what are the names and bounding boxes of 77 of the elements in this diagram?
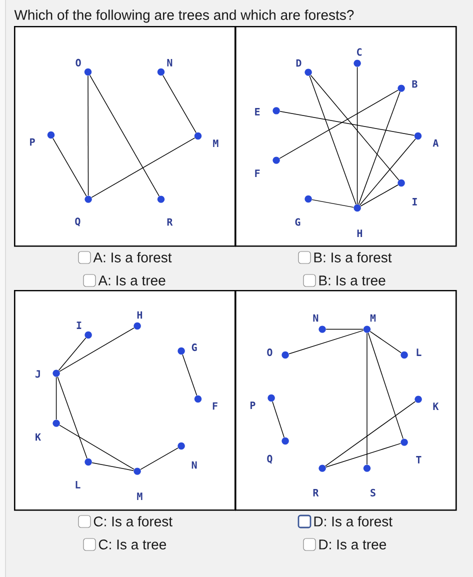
- option-label: D: Is a tree: [319, 540, 386, 550]
- vertex-label: H: [137, 311, 142, 319]
- graph-edge: [59, 424, 134, 470]
- graph-edge: [310, 74, 400, 180]
- vertex-label: Q: [267, 454, 272, 464]
- vertex-label: D: [296, 59, 302, 67]
- option-label: C: Is a tree: [98, 540, 166, 550]
- graph-edge: [279, 90, 398, 159]
- graph-edge: [325, 401, 416, 466]
- graph-edge: [91, 138, 196, 198]
- vertex-label: O: [267, 348, 272, 356]
- vertex-label: P: [30, 138, 35, 146]
- vertex-label: B: [412, 80, 418, 88]
- vertex-label: H: [357, 230, 362, 237]
- graph-edge: [312, 199, 354, 208]
- graph-edge: [56, 376, 57, 420]
- vertex-label: N: [192, 461, 197, 469]
- graph-edge: [182, 354, 198, 396]
- graph-edge: [58, 338, 86, 371]
- option-label: C: Is a forest: [94, 516, 172, 526]
- vertex-label: Q: [75, 218, 80, 226]
- vertex-label: J: [36, 370, 40, 378]
- graph-edge: [309, 76, 356, 205]
- graph-edge: [356, 66, 358, 205]
- graph-edge: [370, 331, 402, 354]
- title: Which of the following are trees and which are forests?: [14, 10, 354, 23]
- graph-edge: [88, 75, 89, 196]
- option-label: D: Is a forest: [314, 516, 392, 526]
- vertex-label: K: [36, 433, 41, 441]
- graph-panel: [235, 26, 457, 247]
- graph-edge: [326, 443, 402, 468]
- graph-edge: [90, 74, 160, 196]
- vertex-label: M: [370, 314, 376, 322]
- option-label: B: Is a forest: [314, 252, 392, 262]
- vertex-label: I: [76, 322, 82, 329]
- vertex-label: F: [212, 402, 218, 410]
- vertex-label: K: [433, 402, 439, 410]
- graph-edge: [162, 74, 196, 134]
- vertex-label: G: [192, 344, 197, 352]
- graph-edge: [52, 138, 87, 196]
- graph-panel: [14, 26, 236, 247]
- vertex-label: G: [295, 218, 300, 226]
- graph-edge: [280, 111, 415, 136]
- graph-edge: [326, 328, 364, 330]
- vertex-label: A: [432, 139, 439, 147]
- graph-edge: [272, 401, 284, 438]
- vertex-label: L: [416, 348, 422, 356]
- vertex-label: P: [250, 402, 256, 409]
- graph-edge: [92, 462, 134, 471]
- vertex-label: N: [313, 314, 318, 322]
- graph-edge: [366, 332, 368, 465]
- graph-edge: [360, 184, 398, 206]
- vertex-label: R: [167, 218, 173, 226]
- graph-panel: [14, 290, 236, 511]
- graph-edge: [359, 138, 416, 206]
- option-label: A: Is a forest: [93, 252, 172, 262]
- graph-panel: [235, 290, 457, 511]
- vertex-label: N: [167, 59, 172, 66]
- vertex-label: I: [412, 198, 417, 206]
- option-label: B: Is a tree: [319, 276, 386, 286]
- vertex-label: O: [76, 58, 81, 66]
- graph-edge: [358, 92, 400, 205]
- graph-edge: [59, 328, 134, 372]
- graph-edge: [288, 330, 364, 354]
- vertex-label: T: [416, 456, 422, 464]
- graph-edge: [57, 376, 88, 459]
- graph-edge: [140, 448, 178, 470]
- vertex-label: F: [255, 170, 260, 177]
- vertex-label: M: [213, 140, 218, 147]
- option-label: A: Is a tree: [98, 276, 166, 286]
- vertex-label: M: [137, 492, 142, 500]
- vertex-label: E: [255, 108, 260, 116]
- vertex-label: R: [313, 489, 319, 496]
- vertex-label: C: [357, 48, 362, 56]
- vertex-label: L: [76, 481, 80, 488]
- vertex-label: S: [370, 488, 376, 496]
- graph-edge: [368, 332, 404, 440]
